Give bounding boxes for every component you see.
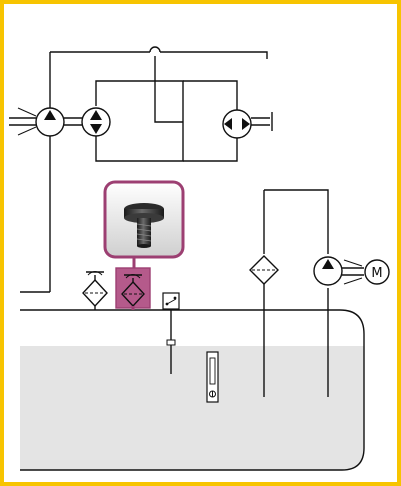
pump-right-circle (313, 256, 343, 286)
breather-filter (82, 271, 108, 310)
line-top-right (160, 51, 268, 59)
return-line-top (264, 189, 329, 254)
product-photo[interactable] (103, 180, 185, 268)
reservoir-tank (20, 309, 365, 471)
breather-cap-icon (124, 203, 164, 248)
breather-cap-arc (87, 271, 103, 276)
hydraulic-motor-icon-left (224, 118, 232, 130)
electric-motor-circle (364, 259, 390, 285)
motor-right (222, 109, 273, 139)
sight-gauge-icon (206, 351, 219, 403)
electric-motor-pump-icon (322, 259, 334, 269)
level-switch (162, 292, 180, 374)
pump-motor-circle (81, 107, 111, 137)
rotation-mark-1 (17, 107, 37, 117)
line-crossover-hop (149, 46, 161, 53)
motor-rotation-mark-2 (343, 277, 363, 285)
level-gauge (206, 351, 219, 403)
pump-left-circle (35, 107, 65, 137)
electric-motor-pump: M (313, 256, 390, 397)
hydraulic-motor-icon-right (242, 118, 250, 130)
rotation-mark-2 (17, 126, 37, 136)
schematic-canvas: M (9, 46, 390, 471)
highlighted-breather-filter[interactable] (115, 267, 151, 310)
return-filter (249, 189, 329, 397)
inner-loop-right-bottom (183, 137, 238, 162)
float-switch-icon (162, 292, 180, 310)
inner-loop-right-top (183, 80, 238, 111)
cross-connection (154, 56, 183, 123)
highlight-cap-arc (125, 274, 141, 279)
motor-right-circle (222, 109, 252, 139)
motor-rotation-mark-1 (343, 259, 363, 267)
hydraulic-pump-icon (44, 110, 56, 120)
inner-loop-left (95, 80, 184, 162)
circuit-lines-top (50, 46, 268, 162)
pump-motor-middle (81, 107, 111, 137)
hydraulic-schematic: M (4, 4, 397, 482)
tank-fluid (20, 346, 364, 470)
tank-outline (20, 309, 365, 471)
pump-left (9, 52, 84, 293)
float-body (166, 339, 176, 346)
sight-gauge-window (209, 357, 216, 385)
hydraulic-motor-icon (90, 110, 102, 120)
hydraulic-motor-icon-bottom (90, 124, 102, 134)
electric-motor-label: M (371, 266, 382, 281)
